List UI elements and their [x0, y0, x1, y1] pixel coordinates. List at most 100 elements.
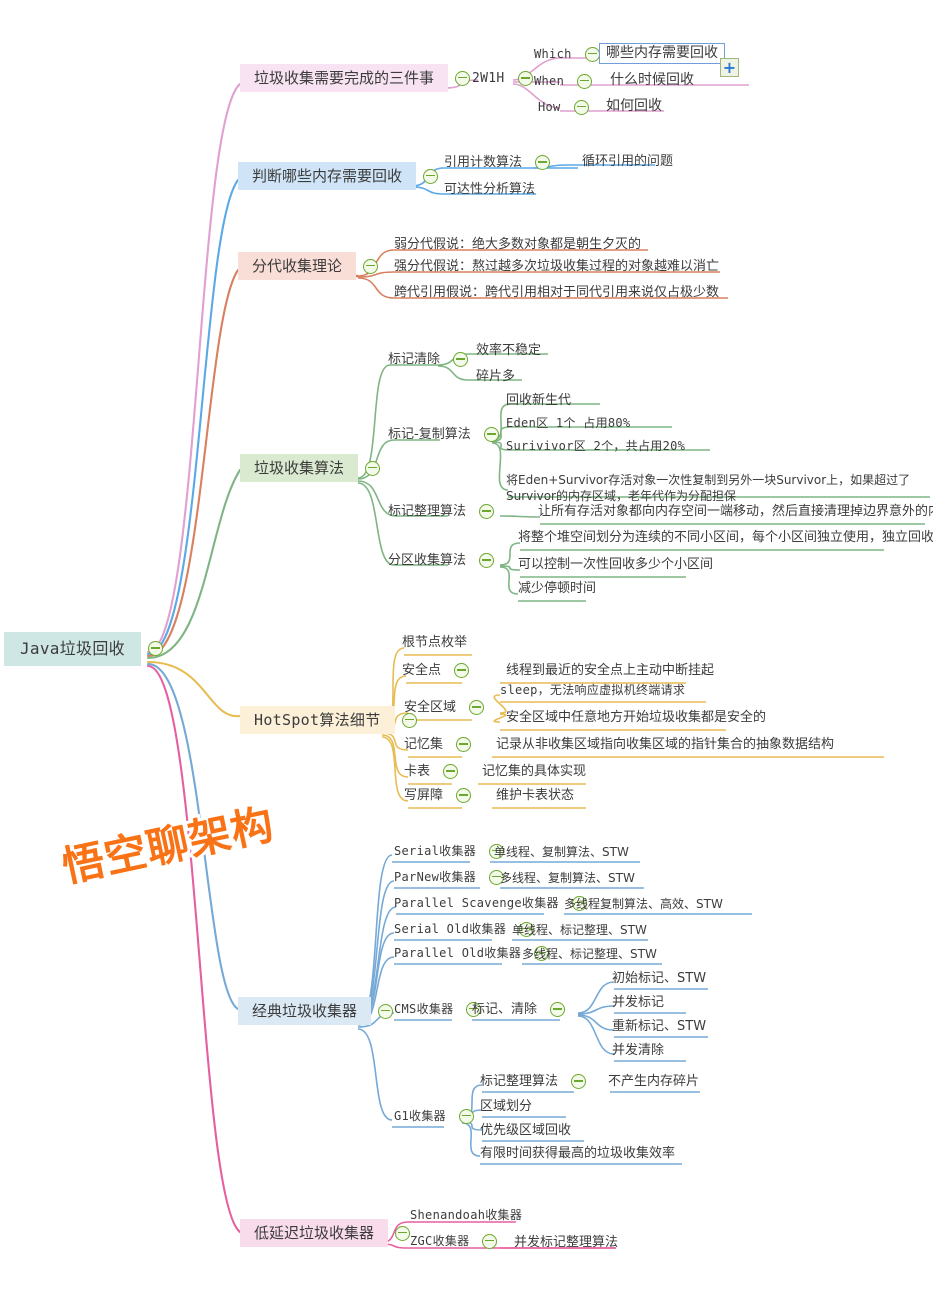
node-root-enum[interactable]: 根节点枚举 [396, 634, 473, 652]
collapse-toggle-generational[interactable] [363, 258, 379, 274]
node-parallel-scavenge-detail[interactable]: 多线程复制算法、高效、STW [558, 896, 729, 912]
node-ms-fragment[interactable]: 碎片多 [470, 368, 521, 386]
collapse-toggle-parnew[interactable] [489, 869, 505, 885]
node-parnew[interactable]: ParNew收集器 [388, 869, 511, 885]
branch-low-latency[interactable]: 低延迟垃圾收集器 [240, 1219, 417, 1248]
collapse-toggle-zgc[interactable] [482, 1233, 498, 1249]
node-g1-mark-compact[interactable]: 标记整理算法 [474, 1073, 593, 1091]
node-reachability[interactable]: 可达性分析算法 [438, 181, 541, 199]
node-copy-detail[interactable]: 将Eden+Survivor存活对象一次性复制到另外一块Survivor上，如果… [500, 472, 930, 504]
node-write-barrier[interactable]: 写屏障 [398, 787, 478, 805]
node-mark-compact-detail[interactable]: 让所有存活对象都向内存空间一端移动，然后直接清理掉边界意外的内存 [532, 503, 933, 521]
node-how[interactable]: How [532, 99, 596, 115]
node-cms[interactable]: CMS收集器 [388, 1001, 488, 1017]
collapse-toggle-which-memory[interactable] [423, 168, 439, 184]
node-remembered-set[interactable]: 记忆集 [398, 736, 478, 754]
node-which-value[interactable]: 哪些内存需要回收 [599, 43, 725, 64]
collapse-toggle-classic-collectors[interactable] [378, 1003, 394, 1019]
node-ref-count[interactable]: 引用计数算法 [438, 154, 557, 172]
node-cms-phase[interactable]: 标记、清除 [466, 1001, 572, 1019]
collapse-toggle-g1[interactable] [458, 1108, 474, 1124]
node-serial-old-detail[interactable]: 单线程、标记整理、STW [506, 922, 653, 938]
collapse-toggle-mark-sweep[interactable] [453, 352, 469, 368]
node-saferegion-detail[interactable]: 安全区域中任意地方开始垃圾收集都是安全的 [500, 709, 772, 727]
collapse-toggle-safepoint[interactable] [454, 663, 470, 679]
node-serial[interactable]: Serial收集器 [388, 843, 511, 859]
branch-which-memory[interactable]: 判断哪些内存需要回收 [238, 162, 445, 191]
node-g1-region-split[interactable]: 区域划分 [474, 1098, 538, 1116]
node-serial-detail[interactable]: 单线程、复制算法、STW [488, 844, 635, 860]
node-parallel-scavenge[interactable]: Parallel Scavenge收集器 [388, 895, 594, 911]
collapse-toggle-root[interactable] [147, 641, 163, 657]
collapse-toggle-write-barrier[interactable] [456, 788, 472, 804]
node-zgc[interactable]: ZGC收集器 [404, 1233, 504, 1249]
node-reduce-pause[interactable]: 减少停顿时间 [512, 580, 602, 598]
node-g1[interactable]: G1收集器 [388, 1108, 481, 1124]
node-control-regions[interactable]: 可以控制一次性回收多少个小区间 [512, 556, 719, 574]
node-which[interactable]: Which [528, 46, 607, 62]
node-cms-concurrent-sweep[interactable]: 并发清除 [606, 1042, 670, 1060]
add-node-button[interactable]: + [720, 58, 739, 77]
node-how-value[interactable]: 如何回收 [600, 97, 668, 116]
node-ms-efficiency[interactable]: 效率不稳定 [470, 342, 547, 360]
node-cms-remark[interactable]: 重新标记、STW [606, 1018, 712, 1036]
node-g1-no-fragment[interactable]: 不产生内存碎片 [602, 1073, 705, 1091]
collapse-toggle-how[interactable] [573, 99, 589, 115]
node-card-table-detail[interactable]: 记忆集的具体实现 [476, 763, 592, 781]
collapse-toggle-mark-compact[interactable] [479, 504, 495, 520]
node-serial-old[interactable]: Serial Old收集器 [388, 921, 541, 937]
node-2w1h[interactable]: 2W1H [466, 70, 540, 88]
node-when[interactable]: When [528, 73, 599, 89]
node-weak-generational[interactable]: 弱分代假说：绝大多数对象都是朝生夕灭的 [388, 236, 647, 254]
branch-three-things[interactable]: 垃圾收集需要完成的三件事 [240, 64, 477, 93]
node-region-collect[interactable]: 分区收集算法 [382, 552, 501, 570]
collapse-toggle-hotspot[interactable] [401, 712, 417, 728]
collapse-toggle-low-latency[interactable] [395, 1225, 411, 1241]
branch-gc-algorithms[interactable]: 垃圾收集算法 [240, 454, 387, 483]
branch-hotspot[interactable]: HotSpot算法细节 [240, 706, 424, 735]
collapse-toggle-2w1h[interactable] [517, 71, 533, 87]
collapse-toggle-gc-algorithms[interactable] [365, 460, 381, 476]
node-remembered-set-detail[interactable]: 记录从非收集区域指向收集区域的指针集合的抽象数据结构 [490, 736, 840, 754]
node-eden-region[interactable]: Eden区 1个 占用80% [500, 415, 636, 431]
node-g1-efficiency[interactable]: 有限时间获得最高的垃圾收集效率 [474, 1145, 681, 1163]
branch-classic-collectors[interactable]: 经典垃圾收集器 [238, 997, 400, 1026]
node-card-table[interactable]: 卡表 [398, 763, 465, 781]
collapse-toggle-region-collect[interactable] [479, 553, 495, 569]
node-safepoint-detail[interactable]: 线程到最近的安全点上主动中断挂起 [500, 662, 720, 680]
node-parallel-old[interactable]: Parallel Old收集器 [388, 945, 556, 961]
node-mark-copy[interactable]: 标记-复制算法 [382, 426, 506, 444]
node-zgc-detail[interactable]: 并发标记整理算法 [508, 1234, 624, 1252]
collapse-toggle-serial-old[interactable] [519, 921, 535, 937]
collapse-toggle-remembered-set[interactable] [456, 737, 472, 753]
collapse-toggle-three-things[interactable] [455, 70, 471, 86]
node-parallel-old-detail[interactable]: 多线程、标记整理、STW [516, 946, 663, 962]
node-parnew-detail[interactable]: 多线程、复制算法、STW [494, 870, 641, 886]
collapse-toggle-when[interactable] [577, 73, 593, 89]
node-collect-young[interactable]: 回收新生代 [500, 392, 577, 410]
branch-generational[interactable]: 分代收集理论 [238, 252, 385, 281]
node-mark-compact[interactable]: 标记整理算法 [382, 503, 501, 521]
node-shenandoah[interactable]: Shenandoah收集器 [404, 1207, 528, 1223]
collapse-toggle-cms[interactable] [466, 1001, 482, 1017]
collapse-toggle-serial[interactable] [489, 843, 505, 859]
collapse-toggle-ref-count[interactable] [535, 155, 551, 171]
node-cross-generational[interactable]: 跨代引用假说：跨代引用相对于同代引用来说仅占极少数 [388, 284, 725, 302]
node-cms-initial-mark[interactable]: 初始标记、STW [606, 970, 712, 988]
node-mark-sweep[interactable]: 标记清除 [382, 351, 475, 369]
collapse-toggle-g1-mark-compact[interactable] [571, 1074, 587, 1090]
node-sleep-detail[interactable]: sleep，无法响应虚拟机终端请求 [494, 682, 691, 698]
node-saferegion[interactable]: 安全区域 [398, 699, 491, 717]
collapse-toggle-parallel-old[interactable] [534, 945, 550, 961]
collapse-toggle-saferegion[interactable] [469, 700, 485, 716]
collapse-toggle-mark-copy[interactable] [483, 427, 499, 443]
node-write-barrier-detail[interactable]: 维护卡表状态 [490, 787, 580, 805]
node-circular-ref[interactable]: 循环引用的问题 [576, 153, 679, 171]
collapse-toggle-parallel-scavenge[interactable] [571, 895, 587, 911]
node-strong-generational[interactable]: 强分代假说：熬过越多次垃圾收集过程的对象越难以消亡 [388, 258, 725, 276]
node-survivor-region[interactable]: Surivivor区 2个，共占用20% [500, 438, 691, 454]
root-node[interactable]: Java垃圾回收 [4, 632, 170, 666]
node-heap-split[interactable]: 将整个堆空间划分为连续的不同小区间，每个小区间独立使用，独立回收 [512, 529, 933, 547]
node-cms-concurrent-mark[interactable]: 并发标记 [606, 994, 670, 1012]
node-g1-priority-collect[interactable]: 优先级区域回收 [474, 1122, 577, 1140]
